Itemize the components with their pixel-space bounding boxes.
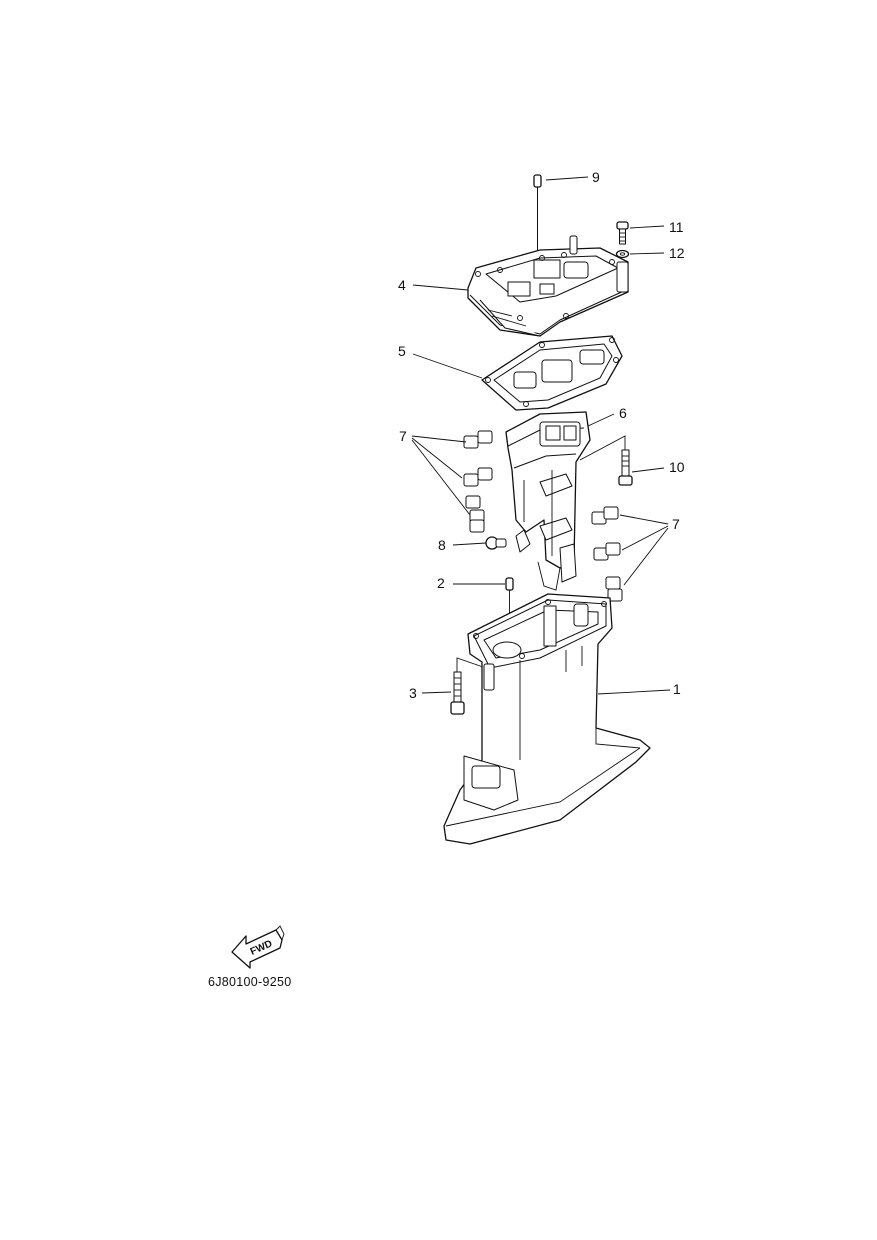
- callout-7-left: 7: [399, 428, 407, 444]
- callout-11: 11: [669, 219, 684, 235]
- part-6-exhaust-manifold: [505, 411, 591, 591]
- callout-9: 9: [592, 169, 600, 185]
- callout-10: 10: [669, 459, 685, 475]
- callout-4: 4: [398, 277, 406, 293]
- part-7-grommets-left: [463, 430, 493, 533]
- callout-2: 2: [437, 575, 445, 591]
- part-12-washer: [615, 249, 630, 259]
- callout-1: 1: [673, 681, 681, 697]
- callout-3: 3: [409, 685, 417, 701]
- part-8-plug: [485, 536, 507, 550]
- callout-7-right: 7: [672, 516, 680, 532]
- callout-5: 5: [398, 343, 406, 359]
- diagram-code: 6J80100-9250: [208, 975, 292, 989]
- callout-8: 8: [438, 537, 446, 553]
- callout-6: 6: [619, 405, 627, 421]
- part-5-gasket: [481, 335, 623, 411]
- leader-lines: [411, 176, 671, 695]
- fwd-direction-arrow-icon: FWD: [231, 925, 285, 969]
- part-3-bolt: [450, 657, 487, 715]
- callout-12: 12: [669, 245, 685, 261]
- part-1-upper-casing: [443, 593, 651, 845]
- part-9-dowel-pin: [533, 174, 542, 255]
- part-10-bolt: [579, 435, 633, 486]
- callout-labels: 9 11 12 4 5 6 7 10 7 8 2 3 1: [398, 169, 685, 701]
- part-4-exhaust-guide: [467, 235, 629, 337]
- part-7-grommets-right: [591, 506, 623, 602]
- part-11-bolt: [616, 221, 629, 245]
